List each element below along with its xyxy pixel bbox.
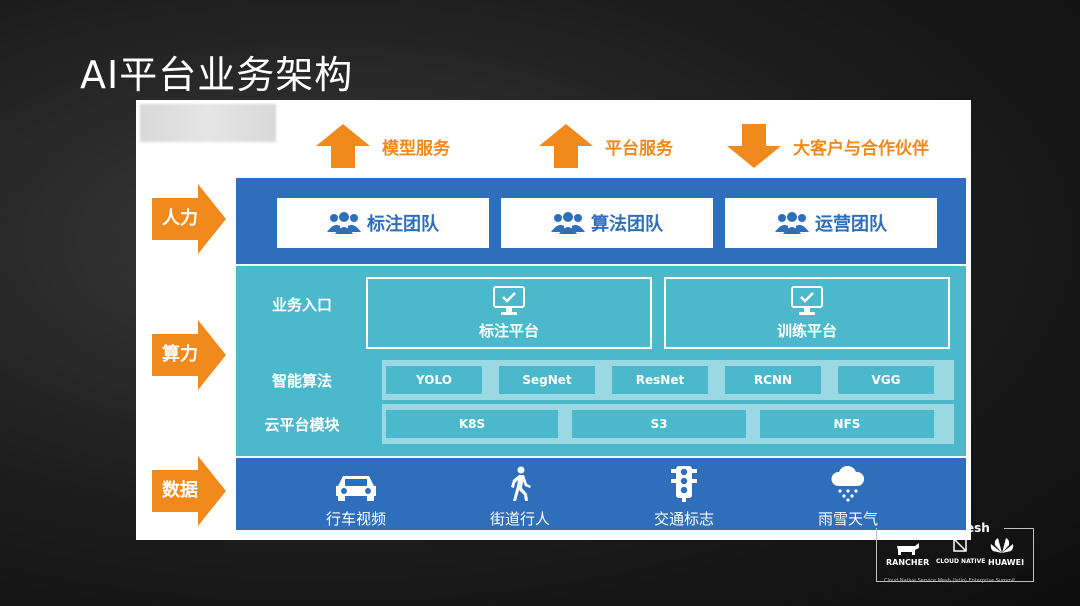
cloud-nfs: NFS (760, 410, 934, 438)
up-arrow-icon (539, 124, 593, 168)
monitor-icon (791, 285, 823, 315)
right-arrow-icon (152, 184, 226, 254)
output-platform-service: 平台服务 (539, 124, 673, 168)
team-label: 算法团队 (591, 214, 663, 235)
compute-layer: 业务入口 标注平台 训练平台 智能算法 YOLO SegNet ResNet (236, 266, 966, 456)
car-icon (336, 476, 376, 501)
team-label: 运营团队 (815, 214, 887, 235)
data-source-label: 雨雪天气 (817, 510, 878, 528)
huawei-logo-icon (990, 538, 1014, 553)
snow-cloud-icon (831, 466, 865, 502)
output-customers-partners: 大客户与合作伙伴 (727, 124, 929, 168)
output-label: 大客户与合作伙伴 (793, 138, 929, 159)
data-layer: 行车视频 街道行人 交通标志 (236, 458, 966, 530)
platform-label: 训练平台 (776, 321, 837, 340)
architecture-diagram: 模型服务 平台服务 大客户与合作伙伴 人力 算力 数据 (136, 100, 971, 540)
blurred-logo (140, 104, 276, 142)
data-source-traffic-signs: 交通标志 (604, 464, 764, 529)
platform-label: 标注平台 (478, 321, 539, 340)
algorithm-segnet: SegNet (499, 366, 595, 394)
down-arrow-icon (727, 124, 781, 168)
row-label-cloud: 云平台模块 (264, 416, 340, 434)
layer-label: 人力 (162, 208, 198, 229)
data-source-label: 行车视频 (325, 510, 386, 528)
data-source-weather: 雨雪天气 (768, 464, 928, 529)
algorithm-resnet: ResNet (612, 366, 708, 394)
monitor-icon (493, 285, 525, 315)
traffic-light-icon (671, 466, 697, 502)
cncf-logo: CLOUD NATIVE (936, 558, 986, 565)
pedestrian-icon (511, 466, 531, 501)
layer-label: 算力 (162, 344, 198, 365)
data-source-pedestrians: 街道行人 (440, 464, 600, 529)
up-arrow-icon (316, 124, 370, 168)
cloud-k8s: K8S (386, 410, 558, 438)
layer-arrow-compute: 算力 (152, 320, 226, 390)
cloud-strip: K8S S3 NFS (382, 404, 954, 444)
row-label-entry: 业务入口 (271, 296, 332, 314)
team-algorithm: 算法团队 (501, 198, 713, 248)
layer-arrow-manpower: 人力 (152, 184, 226, 254)
row-label-algorithms: 智能算法 (271, 372, 332, 390)
data-source-label: 交通标志 (653, 510, 714, 528)
slide-title: AI平台业务架构 (80, 53, 354, 97)
data-source-driving-video: 行车视频 (276, 464, 436, 529)
data-source-label: 街道行人 (489, 510, 550, 528)
team-icon (775, 212, 809, 234)
platform-training: 训练平台 (664, 277, 950, 349)
sponsor-logo-box (876, 528, 1034, 582)
summit-footer-text: Cloud Native Service Mesh (Istio) Enterp… (884, 578, 1016, 584)
output-label: 模型服务 (382, 138, 450, 159)
team-annotation: 标注团队 (277, 198, 489, 248)
right-arrow-icon (152, 320, 226, 390)
team-icon (327, 212, 361, 234)
huawei-logo: HUAWEI (988, 558, 1025, 567)
layer-arrow-data: 数据 (152, 456, 226, 526)
layer-label: 数据 (162, 480, 198, 501)
team-operations: 运营团队 (725, 198, 937, 248)
manpower-layer: 标注团队 算法团队 运营团队 (236, 178, 966, 264)
algorithm-rcnn: RCNN (725, 366, 821, 394)
algorithm-yolo: YOLO (386, 366, 482, 394)
team-icon (551, 212, 585, 234)
cloud-s3: S3 (572, 410, 746, 438)
logo-text-fragment: esh (966, 521, 990, 535)
right-arrow-icon (152, 456, 226, 526)
rancher-logo-icon (897, 543, 919, 555)
algorithm-vgg: VGG (838, 366, 934, 394)
algorithm-strip: YOLO SegNet ResNet RCNN VGG (382, 360, 954, 400)
output-label: 平台服务 (605, 138, 673, 159)
rancher-logo: RANCHER (886, 558, 930, 567)
output-model-service: 模型服务 (316, 124, 450, 168)
platform-annotation: 标注平台 (366, 277, 652, 349)
team-label: 标注团队 (367, 214, 439, 235)
cncf-logo-icon (953, 538, 967, 552)
logo-divider (1004, 528, 1034, 529)
